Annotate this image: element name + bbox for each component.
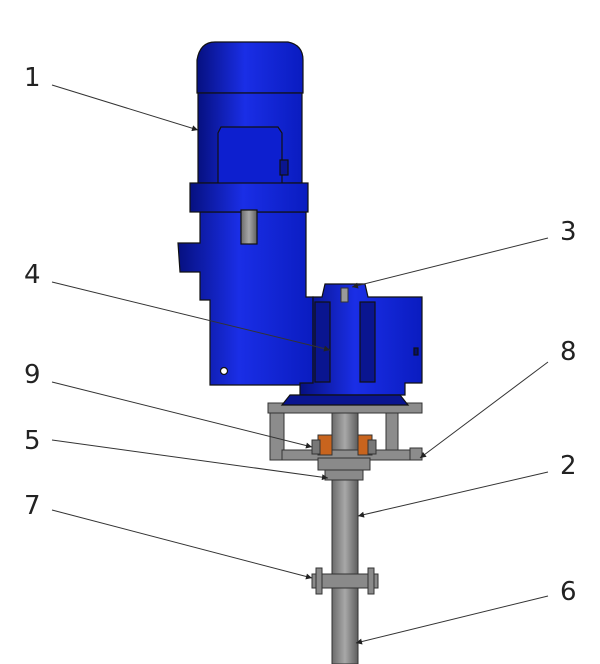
leader-lines: [51, 84, 549, 645]
callout-8: 8: [560, 337, 577, 367]
callout-5: 5: [24, 426, 41, 456]
gear-reducer: [177, 211, 423, 406]
callout-6: 6: [560, 577, 577, 607]
callout-4: 4: [24, 260, 41, 290]
leader-7: [51, 509, 313, 580]
shaft-flange: [311, 567, 379, 595]
leader-4: [51, 281, 331, 352]
leader-5: [51, 439, 329, 481]
callout-1: 1: [24, 63, 41, 93]
leader-9: [51, 381, 313, 449]
leader-8: [419, 361, 549, 459]
leader-1: [51, 84, 199, 132]
callout-2: 2: [560, 451, 577, 481]
shaft-seal: [311, 434, 377, 456]
leader-6: [355, 595, 549, 645]
coupling: [317, 457, 371, 481]
leader-2: [357, 471, 549, 518]
callout-3: 3: [560, 217, 577, 247]
leader-3: [351, 237, 549, 289]
callout-9: 9: [24, 360, 41, 390]
motor: [189, 41, 309, 245]
callout-7: 7: [24, 491, 41, 521]
